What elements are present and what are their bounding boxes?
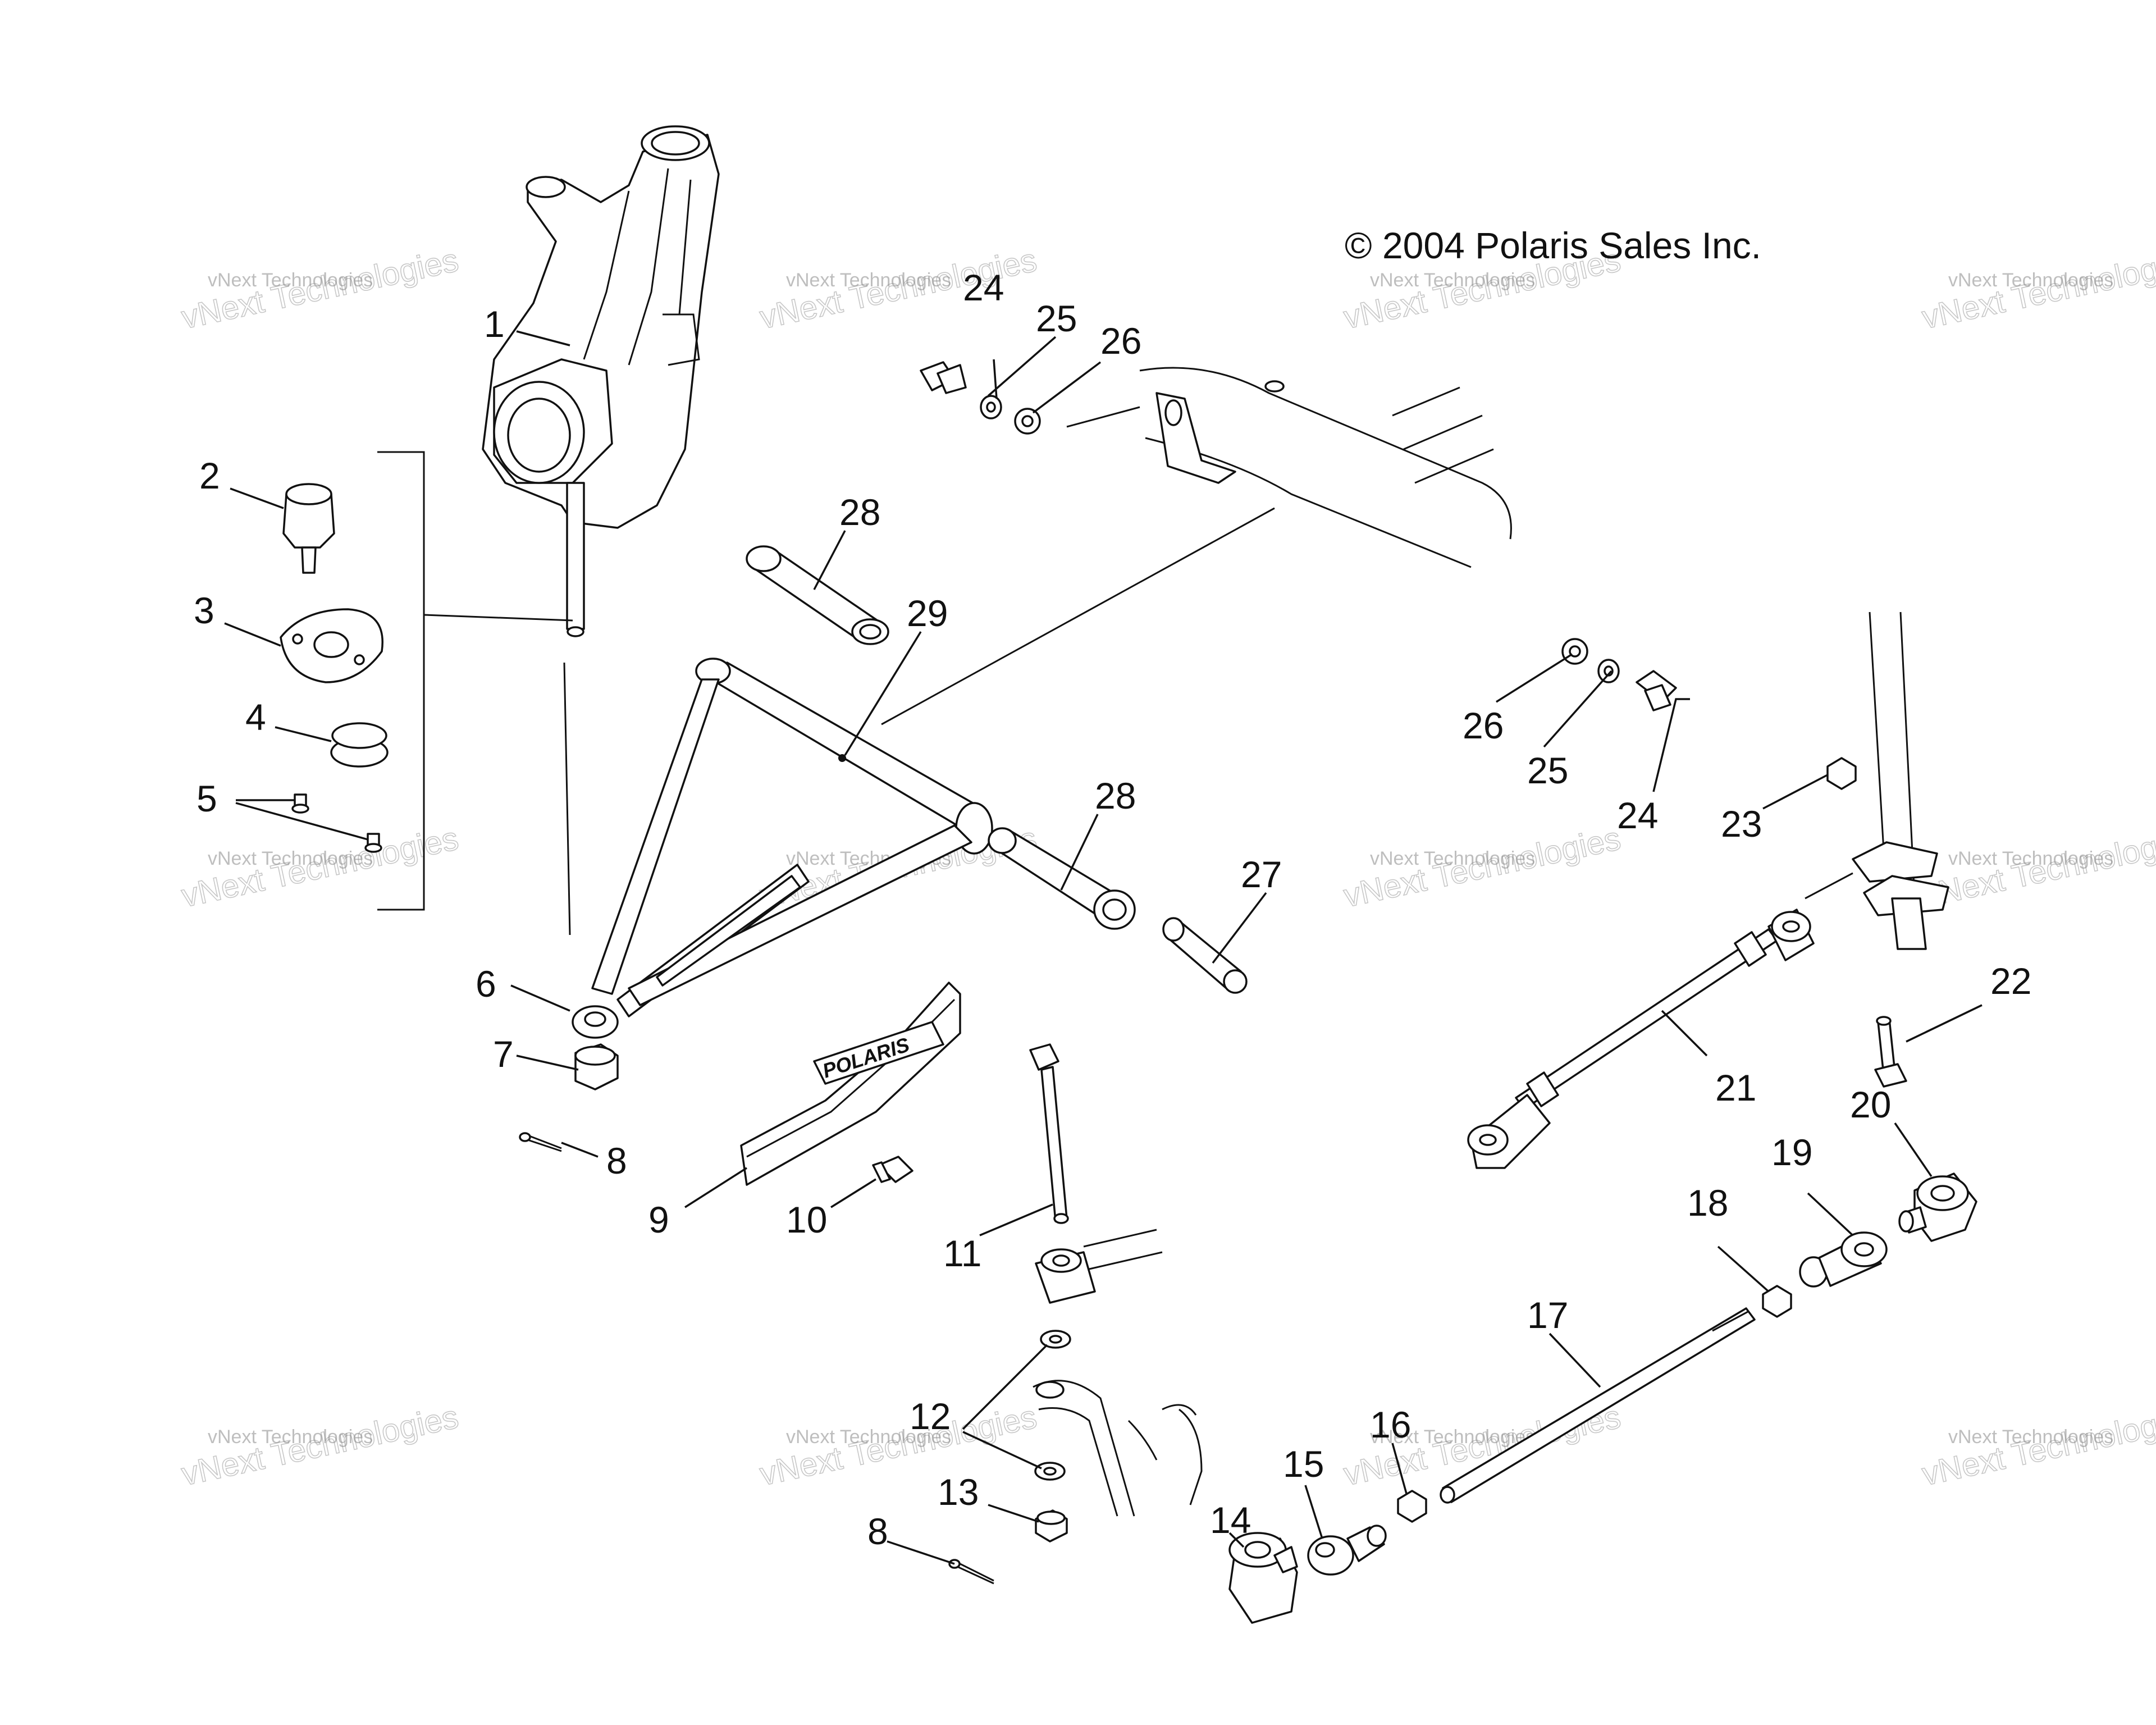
bolt-24-top [920, 361, 967, 394]
callout-19: 19 [1771, 1131, 1812, 1173]
watermark-line1: vNext Technologies [1948, 1426, 2113, 1448]
callout-28a: 28 [839, 491, 880, 533]
washers-12 [1034, 1330, 1071, 1481]
callout-8a: 8 [606, 1140, 627, 1181]
callout-29: 29 [907, 592, 948, 634]
watermark-line1: vNext Technologies [1370, 1426, 1535, 1448]
callout-21: 21 [1715, 1067, 1756, 1108]
rod-end-housing [1228, 1532, 1298, 1624]
callout-23: 23 [1721, 803, 1762, 845]
tie-rod-end-15 [1307, 1525, 1387, 1576]
callout-24a: 24 [963, 267, 1004, 308]
callout-9: 9 [648, 1199, 669, 1240]
watermark-line1: vNext Technologies [208, 848, 373, 869]
retainer-plate [280, 608, 383, 683]
callout-10: 10 [786, 1199, 827, 1240]
nut-23 [1826, 757, 1857, 790]
callout-20: 20 [1850, 1084, 1891, 1125]
a-arm [572, 658, 993, 1039]
callout-25a: 25 [1036, 298, 1077, 339]
washer-26-right [1561, 638, 1588, 665]
bushing-lower [988, 827, 1136, 930]
callout-13: 13 [938, 1471, 979, 1513]
castle-nut [574, 1043, 619, 1090]
watermark-line1: vNext Technologies [1948, 848, 2113, 869]
callout-6: 6 [476, 963, 496, 1005]
jam-nut-16 [1397, 1490, 1427, 1523]
callout-26a: 26 [1100, 320, 1141, 362]
tie-rod-17 [1440, 1307, 1756, 1504]
watermark-line1: vNext Technologies [786, 270, 951, 291]
bushing-upper [746, 545, 889, 645]
callout-3: 3 [194, 590, 214, 631]
callout-12: 12 [910, 1395, 951, 1437]
callout-16: 16 [1370, 1404, 1411, 1445]
tie-rod-end-19 [1799, 1231, 1888, 1288]
callout-22: 22 [1990, 960, 2031, 1002]
callout-28b: 28 [1095, 775, 1136, 816]
leader-lines [224, 330, 1983, 1565]
lower-bracket [1033, 1380, 1203, 1517]
nut-13 [1035, 1509, 1068, 1543]
callout-27: 27 [1241, 854, 1282, 895]
watermark-line1: vNext Technologies [1370, 270, 1535, 291]
callout-25b: 25 [1527, 750, 1568, 791]
watermark-line1: vNext Technologies [1948, 270, 2113, 291]
watermark-line1: vNext Technologies [786, 1426, 951, 1448]
callout-11: 11 [943, 1233, 982, 1274]
guard-plate: POLARIS [740, 982, 961, 1186]
callout-1: 1 [484, 303, 505, 345]
ball-joint [282, 483, 335, 574]
kit-bracket [377, 451, 573, 935]
watermark-line1: vNext Technologies [208, 1426, 373, 1448]
callout-18: 18 [1687, 1182, 1728, 1224]
callout-14: 14 [1210, 1499, 1251, 1541]
cotter-pin-upper [519, 1132, 562, 1152]
cotter-pin-lower [948, 1559, 994, 1585]
callout-8b: 8 [867, 1510, 888, 1552]
washer-25-top [980, 395, 1002, 419]
watermark-line1: vNext Technologies [208, 270, 373, 291]
steering-post [1805, 611, 1949, 950]
tie-rod-assembly-21 [1467, 909, 1815, 1169]
snap-ring [330, 722, 389, 768]
frame-rail [881, 367, 1512, 725]
callout-7: 7 [493, 1033, 514, 1075]
watermark-line1: vNext Technologies [1370, 848, 1535, 869]
shock-eye [1035, 1229, 1163, 1304]
callout-4: 4 [245, 696, 266, 738]
bolt-small [872, 1156, 913, 1183]
callout-2: 2 [199, 455, 220, 496]
pins [291, 793, 382, 853]
callout-labels: 1 2 3 4 5 6 7 8 9 10 11 12 13 8 14 15 16… [194, 267, 2031, 1552]
callout-26b: 26 [1463, 705, 1504, 746]
callout-17: 17 [1527, 1294, 1568, 1336]
jam-nut-18 [1762, 1285, 1792, 1318]
spindle-knuckle [482, 125, 720, 637]
bolt-22 [1874, 1016, 1907, 1088]
bolt-long [1029, 1043, 1069, 1224]
callout-5: 5 [197, 778, 217, 819]
rod-end-20 [1898, 1172, 1977, 1242]
washer-25-right [1597, 659, 1620, 683]
washer-26-top [1014, 408, 1041, 435]
pivot-tube [1162, 917, 1248, 994]
callout-15: 15 [1283, 1443, 1324, 1485]
copyright-text: © 2004 Polaris Sales Inc. [1345, 225, 1761, 266]
callout-24b: 24 [1617, 795, 1658, 836]
bolt-24-right [1636, 670, 1677, 711]
